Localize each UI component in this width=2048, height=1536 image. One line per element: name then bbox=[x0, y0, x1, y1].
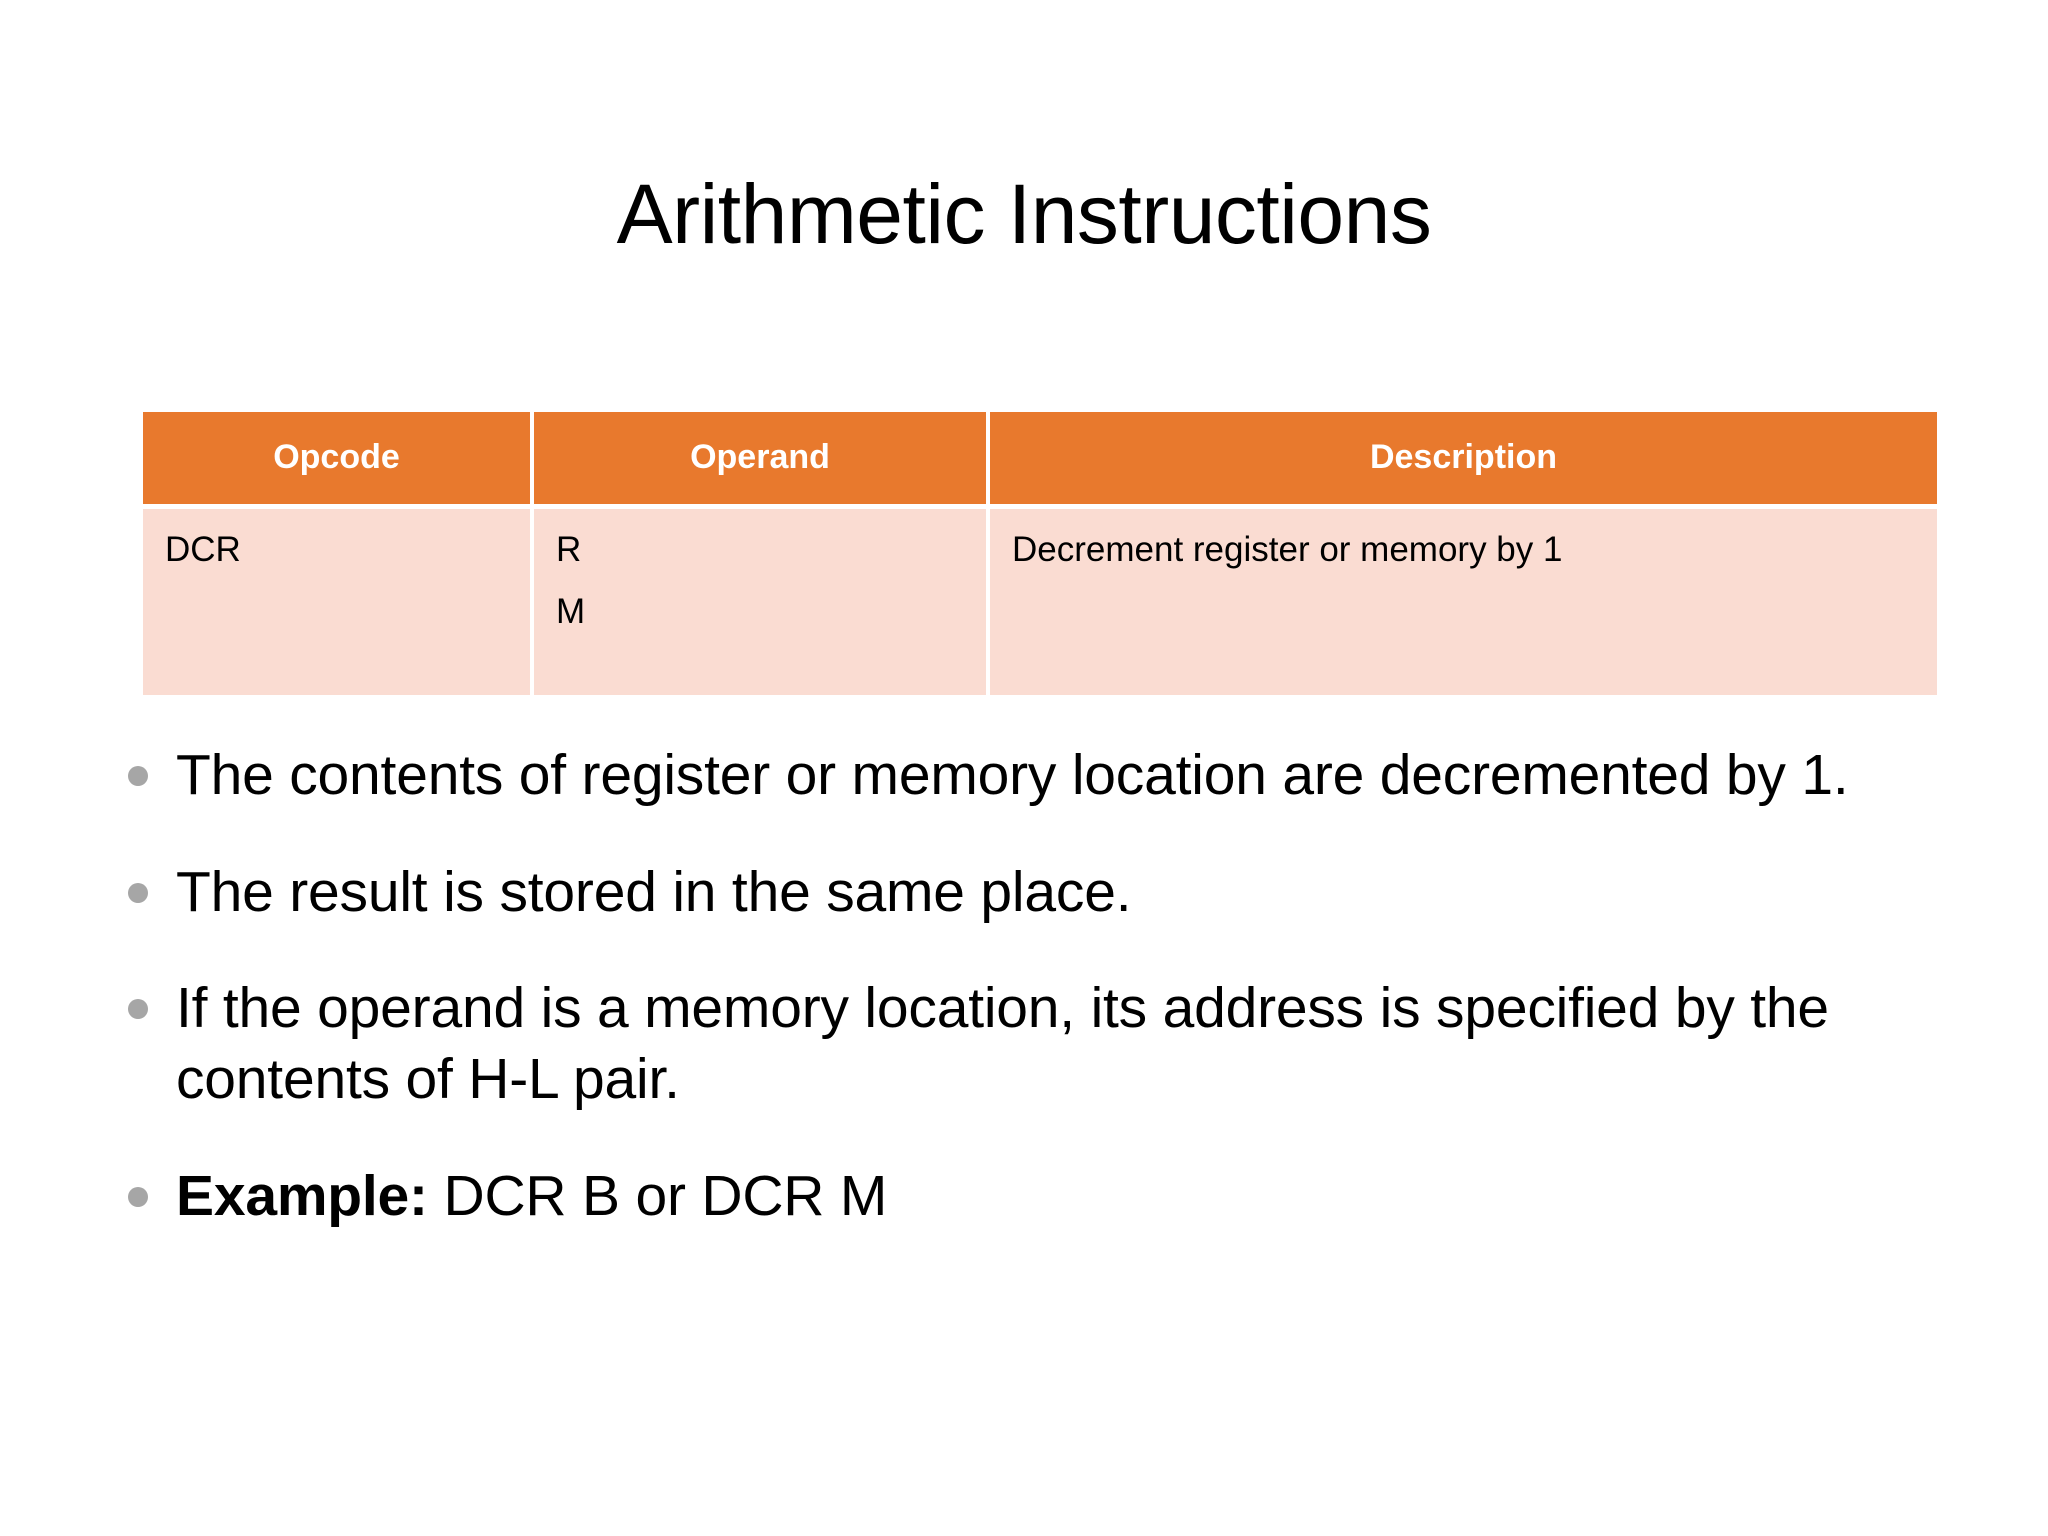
operand-value-register: R bbox=[556, 530, 582, 569]
bullet-dot-icon bbox=[128, 999, 148, 1020]
table-row: DCR R M Decrement register or memory by … bbox=[143, 509, 1937, 695]
list-item: Example: DCR B or DCR M bbox=[128, 1161, 1948, 1232]
cell-operand: R M bbox=[534, 509, 990, 695]
list-item: The contents of register or memory locat… bbox=[128, 740, 1948, 811]
bullet-text: If the operand is a memory location, its… bbox=[176, 973, 1948, 1114]
column-header-description: Description bbox=[990, 412, 1937, 509]
bullet-dot-icon bbox=[128, 1186, 148, 1207]
list-item: If the operand is a memory location, its… bbox=[128, 973, 1948, 1114]
column-header-operand: Operand bbox=[534, 412, 990, 509]
table-header-row: Opcode Operand Description bbox=[143, 412, 1937, 509]
cell-description: Decrement register or memory by 1 bbox=[990, 509, 1937, 695]
bullet-label-example: Example: bbox=[176, 1163, 428, 1228]
column-header-opcode: Opcode bbox=[143, 412, 534, 509]
bullet-text: Example: DCR B or DCR M bbox=[176, 1161, 1948, 1232]
page-title: Arithmetic Instructions bbox=[616, 167, 1432, 261]
bullet-body-0: The contents of register or memory locat… bbox=[176, 743, 1849, 807]
bullet-body-1: The result is stored in the same place. bbox=[176, 859, 1132, 924]
bullet-body-3: DCR B or DCR M bbox=[443, 1163, 888, 1228]
bullet-list: The contents of register or memory locat… bbox=[128, 740, 1948, 1277]
operand-value-memory: M bbox=[556, 592, 586, 632]
bullet-dot-icon bbox=[128, 766, 148, 786]
bullet-text: The contents of register or memory locat… bbox=[176, 740, 1948, 811]
list-item: The result is stored in the same place. bbox=[128, 857, 1948, 928]
bullet-text: The result is stored in the same place. bbox=[176, 857, 1948, 928]
instruction-table: Opcode Operand Description DCR R M Decre… bbox=[143, 412, 1937, 695]
bullet-body-2: If the operand is a memory location, its… bbox=[176, 976, 1829, 1112]
bullet-dot-icon bbox=[128, 882, 148, 903]
cell-opcode: DCR bbox=[143, 509, 534, 695]
